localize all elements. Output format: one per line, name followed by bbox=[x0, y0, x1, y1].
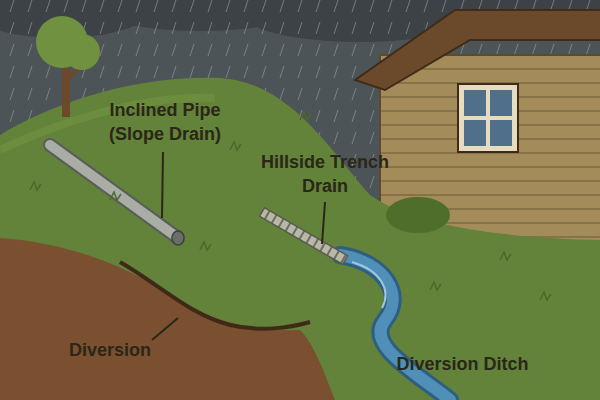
ditch-bank bbox=[340, 255, 450, 400]
bush bbox=[386, 197, 450, 233]
part-label: Diversion bbox=[60, 338, 160, 362]
part-label: Diversion Ditch bbox=[375, 352, 550, 376]
leader-lines bbox=[152, 152, 325, 340]
slope-drain-pipe bbox=[50, 145, 184, 245]
diversion-ditch bbox=[340, 255, 450, 400]
soil bbox=[0, 238, 335, 400]
hill bbox=[0, 78, 600, 400]
water-ripple bbox=[352, 262, 385, 308]
grass-tufts bbox=[30, 112, 551, 300]
house bbox=[355, 10, 600, 247]
tree bbox=[36, 16, 100, 117]
diversion-berm bbox=[120, 262, 310, 329]
part-label: Hillside Trench Drain bbox=[260, 150, 390, 198]
trench-drain bbox=[260, 208, 348, 265]
part-label: Inclined Pipe (Slope Drain) bbox=[90, 98, 240, 146]
